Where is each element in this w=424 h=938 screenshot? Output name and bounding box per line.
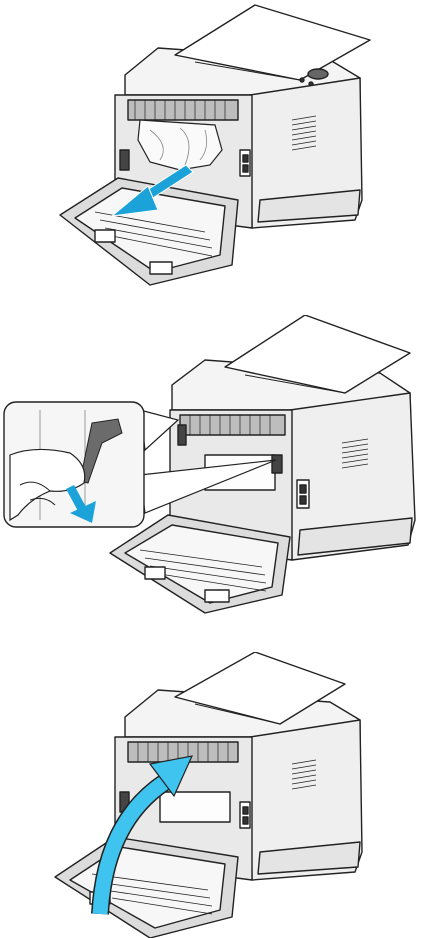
step-1-remove-paper	[0, 0, 424, 300]
step-2-fuser-lever	[0, 315, 424, 645]
printer-illustration	[0, 0, 424, 300]
jammed-paper	[138, 120, 222, 170]
printer-illustration	[0, 315, 424, 645]
step-3-close-door	[0, 652, 424, 938]
hand-lever-callout	[4, 402, 144, 527]
printer-illustration	[0, 652, 424, 938]
